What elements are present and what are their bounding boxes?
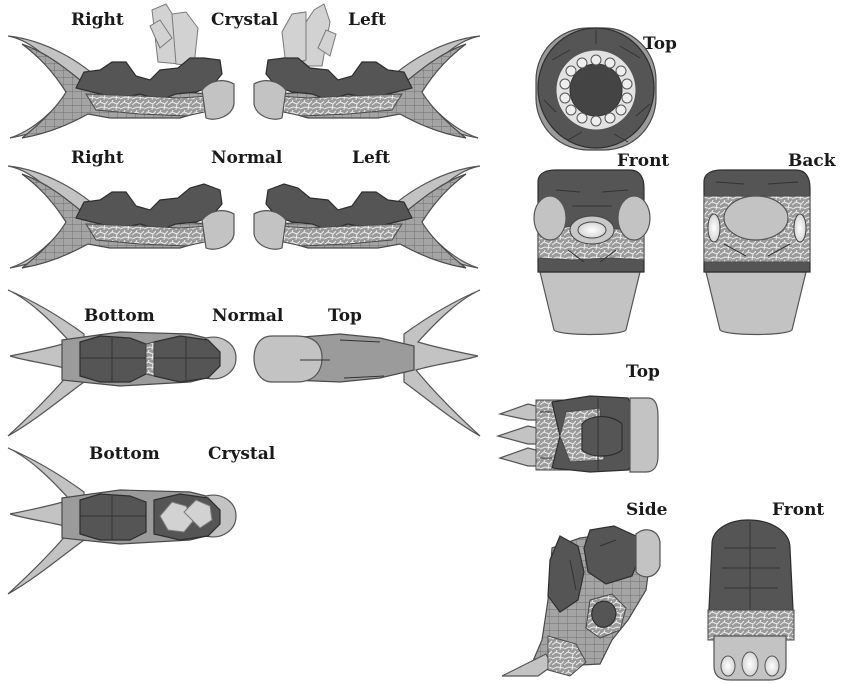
head-top-figure [535, 27, 657, 151]
bottom-crystal-figure [7, 447, 237, 595]
eye-gem [707, 213, 721, 243]
foot-front-figure [707, 519, 795, 681]
side-left-normal-figure [253, 165, 481, 269]
crystal-shard [281, 11, 307, 67]
label-head-front: Front [617, 151, 670, 171]
foot-top-figure [495, 395, 659, 473]
top-normal-figure [253, 289, 481, 437]
label-foot-top: Top [626, 362, 660, 382]
head-front-figure [533, 169, 651, 336]
label-right-crystal-row: Right [71, 10, 124, 30]
label-normal-flat-title: Normal [212, 306, 284, 326]
claw-gem [764, 655, 780, 677]
label-crystal-row-title: Crystal [211, 10, 279, 30]
claw-gem [741, 651, 759, 677]
eye-gem [577, 221, 607, 239]
label-top-normal: Top [328, 306, 362, 326]
label-normal-row-title: Normal [211, 148, 283, 168]
eye-gem [793, 213, 807, 243]
side-right-normal-figure [7, 165, 235, 269]
label-bottom-crystal: Bottom [89, 444, 160, 464]
crystal-shard [183, 499, 213, 529]
label-crystal-flat-title: Crystal [208, 444, 276, 464]
crystal-shard [317, 29, 337, 57]
label-bottom-normal: Bottom [84, 306, 155, 326]
label-left-normal-row: Left [352, 148, 390, 168]
side-right-crystal-figure [7, 3, 235, 139]
teeth-ring [559, 54, 633, 127]
bottom-normal-figure [7, 289, 237, 437]
foot-side-figure [501, 525, 661, 677]
label-foot-front: Front [772, 500, 825, 520]
label-head-back: Back [788, 151, 836, 171]
crystal-shard [149, 19, 173, 49]
head-back-figure [703, 169, 811, 336]
side-left-crystal-figure [253, 3, 481, 139]
label-head-top: Top [643, 34, 677, 54]
claw-gem [720, 655, 736, 677]
label-foot-side: Side [626, 500, 668, 520]
label-right-normal-row: Right [71, 148, 124, 168]
label-left-crystal-row: Left [348, 10, 386, 30]
